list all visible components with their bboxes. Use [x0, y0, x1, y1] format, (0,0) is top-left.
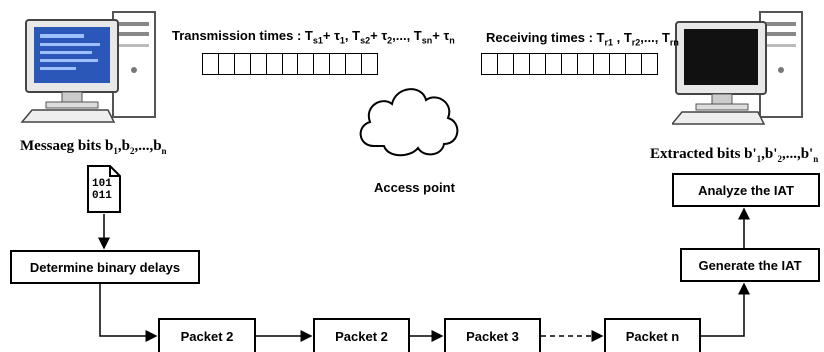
receiving-times-label: Receiving times : Tr1 , Tr2,..., Trn [486, 30, 679, 48]
packet-box-1: Packet 2 [158, 318, 256, 352]
transmission-timeline [202, 53, 378, 75]
generate-iat-box: Generate the IAT [680, 248, 820, 282]
packet-box-n: Packet n [604, 318, 701, 352]
extracted-bits-label: Extracted bits b'1,b'2,...,b'n [650, 146, 819, 164]
access-point-label: Access point [374, 180, 455, 195]
analyze-iat-box: Analyze the IAT [672, 173, 820, 207]
transmission-times-label: Transmission times : Ts1+ τ1, Ts2+ τ2,..… [172, 28, 455, 46]
receiver-computer-icon [672, 11, 803, 125]
binary-file-content: 101 011 [92, 178, 112, 202]
sender-computer-icon [20, 11, 156, 123]
cloud-icon [359, 88, 459, 157]
binary-file-icon [87, 165, 121, 213]
message-bits-label: Messaeg bits b1,b2,...,bn [20, 138, 167, 156]
packet-box-3: Packet 3 [444, 318, 541, 352]
receiving-timeline [481, 53, 658, 75]
determine-binary-delays-box: Determine binary delays [10, 250, 200, 284]
packet-box-2: Packet 2 [313, 318, 410, 352]
